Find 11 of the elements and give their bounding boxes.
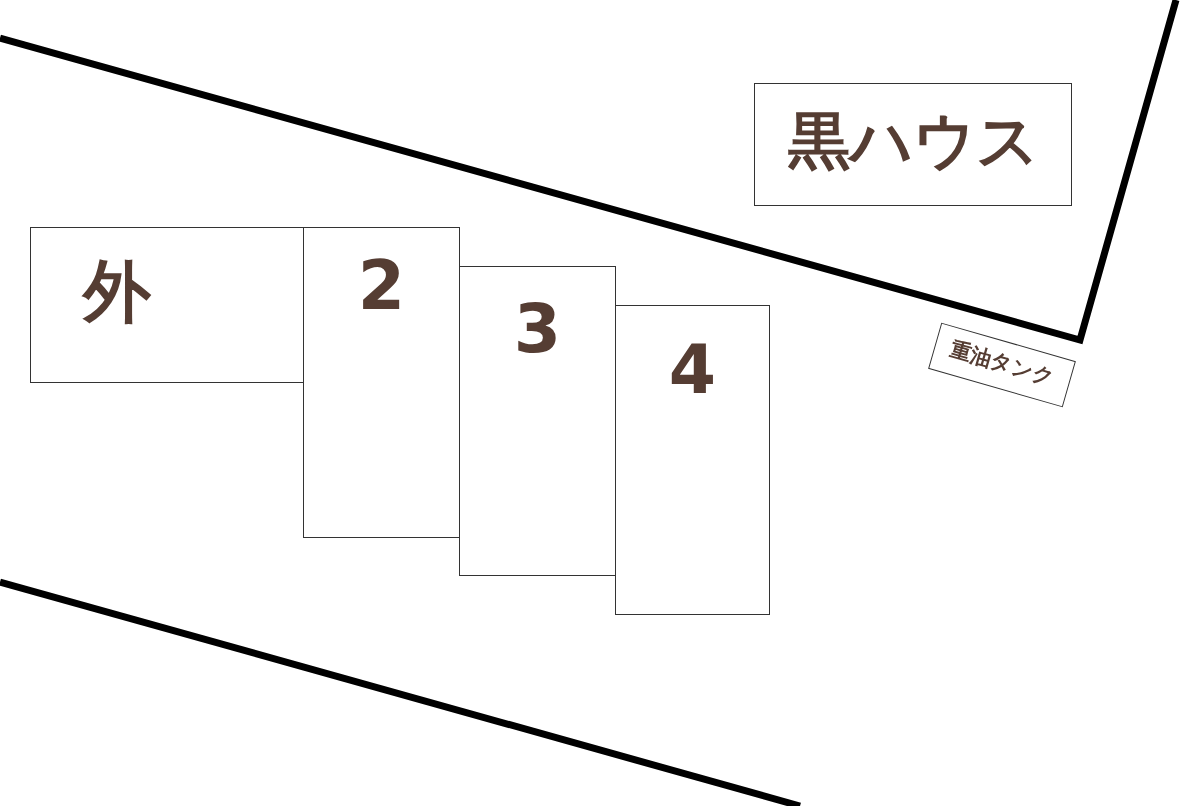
area-label: 黒ハウス [787,110,1039,172]
area-box [459,266,616,576]
area-box [303,227,460,538]
area-label: 4 [668,336,717,404]
area-label: 重油タンク [947,338,1058,389]
area-label: 2 [357,252,406,320]
area-box [754,83,1072,206]
area-box [615,305,770,615]
area-label: 3 [513,295,562,363]
area-box [30,227,304,383]
area-label: 外 [83,258,151,326]
